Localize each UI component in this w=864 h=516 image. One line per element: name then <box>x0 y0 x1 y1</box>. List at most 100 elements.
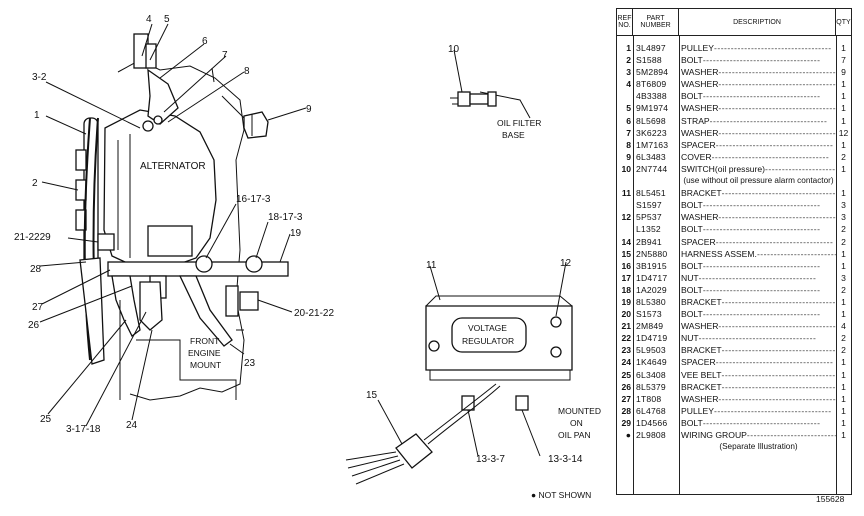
row-ref-no: 6 <box>626 115 631 126</box>
row-ref-no <box>617 175 633 187</box>
row-description: BOLT----------------------------------- <box>681 224 821 235</box>
callout-9: 9 <box>306 104 312 115</box>
row-part-number: 3K6223 <box>636 127 667 138</box>
callout-3-17-18: 3-17-18 <box>66 424 101 435</box>
row-description: PULLEY----------------------------------… <box>681 405 832 416</box>
front-engine-mount-label-1: FRONT <box>190 336 219 346</box>
front-engine-mount-label-3: MOUNT <box>190 360 221 370</box>
callout-1: 1 <box>34 110 40 121</box>
row-qty: 1 <box>841 357 846 368</box>
front-engine-mount: FRONT ENGINE MOUNT <box>119 300 237 400</box>
row-ref-no: 29 <box>621 417 631 428</box>
table-row: (use without oil pressure alarm contacto… <box>617 175 851 187</box>
row-qty: 1 <box>841 417 846 428</box>
row-qty: 1 <box>841 248 846 259</box>
row-part-number: 2M849 <box>636 321 664 332</box>
oil-pressure-switch: OIL FILTER BASE <box>450 91 541 140</box>
engine-block-outline <box>117 59 247 401</box>
row-ref-no: 8 <box>626 139 631 150</box>
row-description: SPACER----------------------------------… <box>681 236 834 247</box>
row-ref-no: 14 <box>621 236 631 247</box>
row-part-number: 5L9503 <box>636 345 666 356</box>
row-qty: 2 <box>841 333 846 344</box>
row-qty: 2 <box>841 236 846 247</box>
row-qty: 1 <box>841 296 846 307</box>
row-description: (use without oil pressure alarm contacto… <box>683 176 834 186</box>
row-qty: 1 <box>841 188 846 199</box>
row-part-number: 1D4719 <box>636 333 668 344</box>
row-ref-no: 7 <box>626 127 631 138</box>
row-part-number: S1588 <box>636 55 662 66</box>
header-qty: QTY <box>836 18 851 26</box>
row-ref-no: 20 <box>621 309 631 320</box>
row-ref-no: 2 <box>626 55 631 66</box>
row-description: BOLT----------------------------------- <box>681 260 821 271</box>
row-ref-no: 11 <box>621 188 631 199</box>
row-part-number: 6L4768 <box>636 405 666 416</box>
table-row: (Separate Illustration) <box>617 441 851 453</box>
row-ref-no: 16 <box>621 260 631 271</box>
row-part-number: 1K4649 <box>636 357 667 368</box>
row-qty: 1 <box>841 369 846 380</box>
row-qty: 1 <box>841 260 846 271</box>
row-qty: 3 <box>841 200 846 211</box>
row-description: VEE BELT--------------------------------… <box>681 369 836 380</box>
row-ref-no <box>617 199 633 211</box>
oil-filter-base-label-1: OIL FILTER <box>497 118 541 128</box>
row-ref-no: 15 <box>621 248 631 259</box>
row-qty: 1 <box>841 309 846 320</box>
row-description: WASHER----------------------------------… <box>681 79 836 90</box>
callout-25: 25 <box>40 414 52 425</box>
row-ref-no: 17 <box>621 272 631 283</box>
row-qty: 4 <box>841 321 846 332</box>
adjusting-strap <box>133 33 179 132</box>
row-qty: 3 <box>841 272 846 283</box>
row-part-number: 1M7163 <box>636 139 669 150</box>
row-part-number: 2N7744 <box>636 163 668 174</box>
row-part-number: 8L5380 <box>636 296 666 307</box>
callout-4: 4 <box>146 14 152 25</box>
row-qty: 1 <box>841 163 846 174</box>
row-qty: 9 <box>841 67 846 78</box>
callout-16-17-3: 16-17-3 <box>236 194 271 205</box>
row-part-number: 3L4897 <box>636 43 666 53</box>
row-part-number <box>633 175 679 187</box>
row-qty: 1 <box>841 115 846 126</box>
callout-23: 23 <box>244 358 256 369</box>
voltage-regulator: VOLTAGE REGULATOR MOUNTED ON OIL PAN <box>425 295 601 440</box>
row-ref-no <box>617 90 633 102</box>
row-ref-no: 26 <box>621 381 631 392</box>
row-description: WASHER----------------------------------… <box>681 212 836 223</box>
callout-5: 5 <box>164 14 170 25</box>
callout-21-22-29: 21-2229 <box>14 232 51 243</box>
row-qty: 1 <box>841 139 846 150</box>
row-description: PULLEY----------------------------------… <box>681 43 832 53</box>
row-qty: 12 <box>838 127 849 138</box>
row-part-number: 2L9808 <box>636 430 666 440</box>
alternator-label: ALTERNATOR <box>140 161 206 172</box>
row-part-number <box>633 441 679 453</box>
callout-26: 26 <box>28 320 40 331</box>
